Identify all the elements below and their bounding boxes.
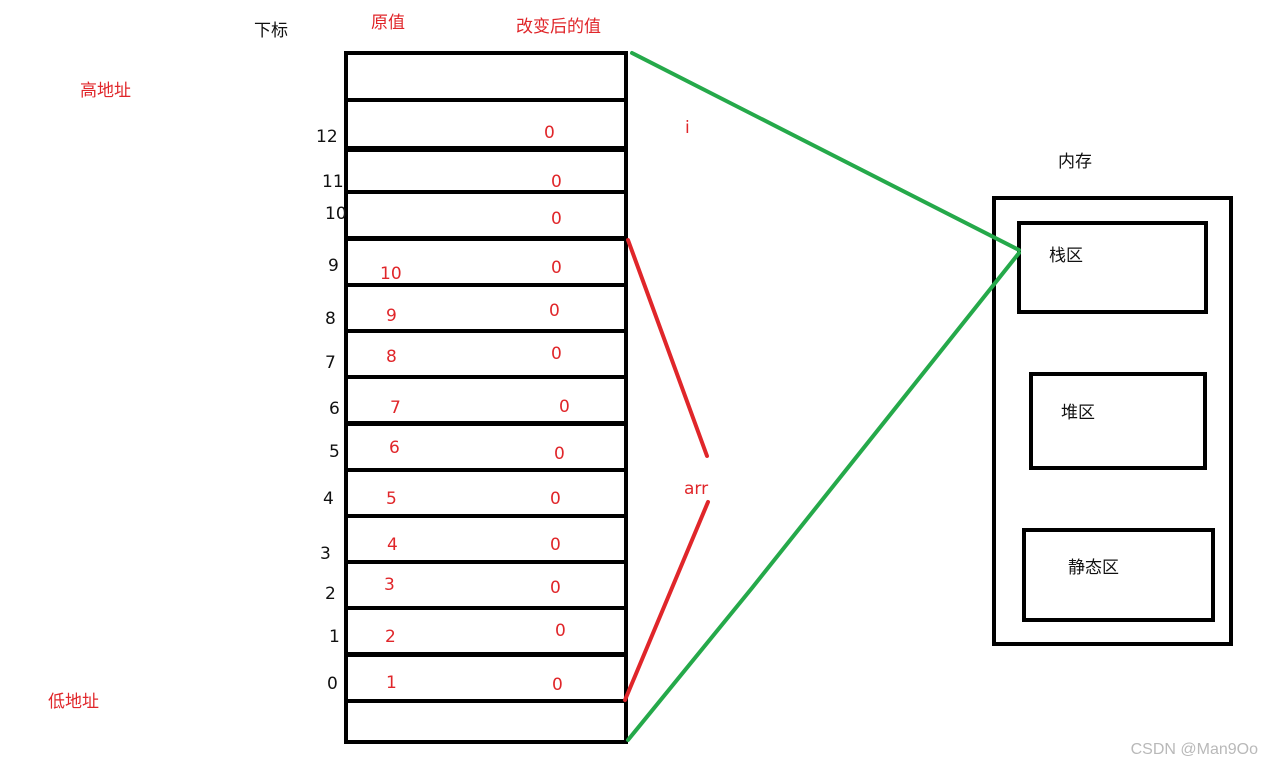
changed-value-8: 0 <box>549 301 560 321</box>
index-2: 2 <box>325 584 336 604</box>
original-value-8: 9 <box>386 306 397 326</box>
red-arr-lines <box>623 238 710 702</box>
heap-box <box>1029 372 1207 470</box>
header-index: 下标 <box>254 21 288 41</box>
original-value-6: 7 <box>390 398 401 418</box>
red-line-upper <box>626 238 709 458</box>
header-original: 原值 <box>371 13 405 33</box>
cell-top-empty <box>344 51 628 102</box>
cell-6 <box>344 375 628 425</box>
heap-label: 堆区 <box>1061 403 1095 423</box>
index-4: 4 <box>323 489 334 509</box>
low-address-label: 低地址 <box>48 692 99 712</box>
original-value-9: 10 <box>380 264 402 284</box>
changed-value-12: 0 <box>544 123 555 143</box>
cell-12 <box>344 98 628 150</box>
header-changed: 改变后的值 <box>516 17 601 37</box>
changed-value-6: 0 <box>559 397 570 417</box>
memory-title: 内存 <box>1058 152 1092 172</box>
original-value-0: 1 <box>386 673 397 693</box>
changed-value-9: 0 <box>551 258 562 278</box>
changed-value-5: 0 <box>554 444 565 464</box>
green-line-top <box>630 51 1021 252</box>
static-box <box>1022 528 1215 622</box>
original-value-5: 6 <box>389 438 400 458</box>
index-8: 8 <box>325 309 336 329</box>
original-value-1: 2 <box>385 627 396 647</box>
cell-5 <box>344 422 628 472</box>
index-1: 1 <box>329 627 340 647</box>
original-value-2: 3 <box>384 575 395 595</box>
memory-outer-box <box>992 196 1233 646</box>
green-connectors <box>626 51 1021 742</box>
index-9: 9 <box>328 256 339 276</box>
changed-value-4: 0 <box>550 489 561 509</box>
changed-value-3: 0 <box>550 535 561 555</box>
index-11: 11 <box>322 172 344 192</box>
stack-label: 栈区 <box>1049 246 1083 266</box>
index-12: 12 <box>316 127 338 147</box>
index-10: 10 <box>325 204 347 224</box>
green-line-bottom <box>626 251 1021 742</box>
original-value-7: 8 <box>386 347 397 367</box>
memory-boxes <box>992 196 1233 646</box>
index-5: 5 <box>329 442 340 462</box>
cell-bottom-empty <box>344 699 628 744</box>
watermark: CSDN @Man9Oo <box>1130 741 1258 758</box>
changed-value-7: 0 <box>551 344 562 364</box>
cell-11 <box>344 148 628 194</box>
changed-value-10: 0 <box>551 209 562 229</box>
index-6: 6 <box>329 399 340 419</box>
changed-value-2: 0 <box>550 578 561 598</box>
original-value-4: 5 <box>386 489 397 509</box>
index-3: 3 <box>320 544 331 564</box>
red-line-lower <box>623 500 710 702</box>
original-value-3: 4 <box>387 535 398 555</box>
cell-10 <box>344 190 628 240</box>
array-cells <box>344 51 628 744</box>
var-i-label: i <box>685 118 690 138</box>
high-address-label: 高地址 <box>80 81 131 101</box>
index-0: 0 <box>327 674 338 694</box>
changed-value-1: 0 <box>555 621 566 641</box>
static-label: 静态区 <box>1068 558 1119 578</box>
changed-value-0: 0 <box>552 675 563 695</box>
var-arr-label: arr <box>684 479 709 499</box>
index-7: 7 <box>325 353 336 373</box>
changed-value-11: 0 <box>551 172 562 192</box>
stack-box <box>1017 221 1208 314</box>
